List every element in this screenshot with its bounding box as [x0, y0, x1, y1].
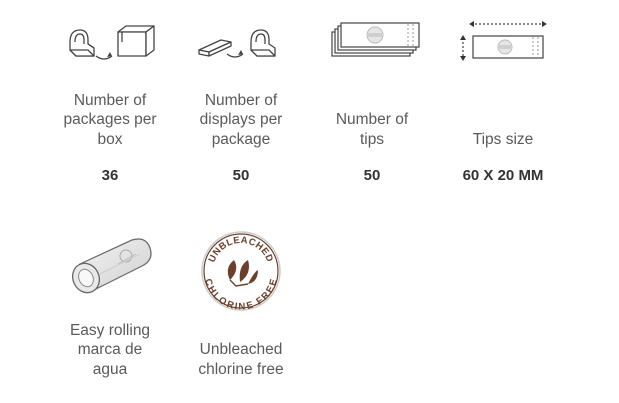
label-line: Number of [73, 91, 147, 109]
label-line: package [211, 130, 271, 148]
label-line: chlorine free [198, 360, 284, 378]
feature-label: Unbleached chlorine free [182, 318, 300, 379]
unbleached-badge-icon: UNBLEACHED CHLORINE FREE [182, 230, 300, 312]
label-line: Number of [335, 111, 409, 128]
tips-stack-icon [313, 16, 431, 64]
feature-value: 60 X 20 MM [462, 167, 544, 184]
label-line: agua [92, 360, 128, 378]
feature-label: Easy rolling marca de agua [51, 318, 169, 379]
label-line: packages per [63, 111, 157, 128]
rolled-paper-icon [51, 230, 169, 308]
feature-value: 50 [232, 167, 250, 184]
feature-label: Number of packages per box [51, 88, 169, 149]
label-line: tips [359, 130, 385, 148]
label-line: Easy rolling [69, 321, 151, 339]
label-line: Unbleached [199, 341, 283, 358]
feature-label: Tips size [444, 88, 562, 149]
label-line: box [97, 130, 123, 148]
display-package-icon [182, 16, 300, 64]
feature-value: 36 [101, 167, 119, 184]
feature-value: 50 [363, 167, 381, 184]
feature-label: Number of tips [313, 88, 431, 149]
box-icon [51, 16, 169, 64]
label-line: Number of [204, 91, 278, 109]
tip-size-icon [444, 16, 562, 64]
label-line: displays per [199, 111, 283, 128]
label-line: marca de [77, 341, 143, 358]
feature-label: Number of displays per package [182, 88, 300, 149]
label-line: Tips size [472, 130, 534, 148]
